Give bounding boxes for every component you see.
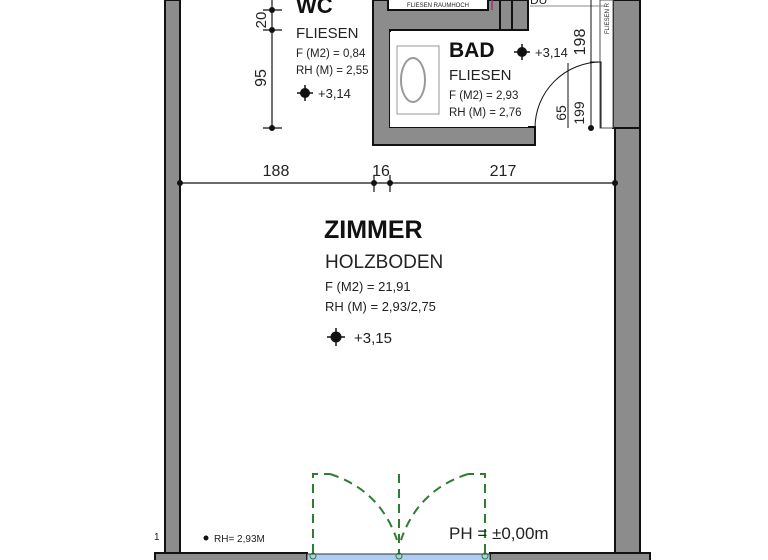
dim-wc: 95 <box>253 69 270 87</box>
dim-h2: 16 <box>372 163 390 180</box>
dim-wc-top: 20 <box>253 12 270 29</box>
zimmer-area: F (M2) = 21,91 <box>325 279 411 294</box>
sink-basin <box>400 57 426 103</box>
right-wall <box>614 127 641 560</box>
dim-h1: 188 <box>263 163 290 180</box>
level-marker-icon <box>514 44 530 60</box>
tile-note: FLIESEN RAUMHOCH <box>407 3 469 9</box>
shower-label: DU <box>530 0 547 7</box>
bullet-icon <box>203 535 209 541</box>
left-wall <box>164 0 181 554</box>
level-marker-icon <box>297 85 313 101</box>
edge-mark: 1 <box>154 532 160 543</box>
wc-floor: FLIESEN <box>296 25 359 42</box>
dim-bad: 198 <box>572 29 589 56</box>
tile-note-box <box>387 0 489 11</box>
bathroom-door-leaf <box>590 61 602 128</box>
room-height-note: RH= 2,93M <box>214 534 265 545</box>
parapet-height: PH = ±0,00m <box>449 524 549 543</box>
level-marker-icon <box>327 328 345 346</box>
zimmer-level: +3,15 <box>354 330 392 347</box>
dim-door-width: 65 <box>553 105 569 121</box>
wc-area: F (M2) = 0,84 <box>296 48 366 60</box>
wc-height: RH (M) = 2,55 <box>296 65 369 77</box>
bad-height: RH (M) = 2,76 <box>449 107 522 119</box>
bad-area: F (M2) = 2,93 <box>449 90 518 102</box>
bottom-wall-left <box>154 552 308 560</box>
bad-name: BAD <box>449 39 495 62</box>
right-wall-upper <box>612 0 641 129</box>
bathroom-door-swing <box>534 61 602 129</box>
wc-name: WC <box>296 0 333 18</box>
wc-level: +3,14 <box>318 86 351 101</box>
zimmer-floor: HOLZBODEN <box>325 252 443 273</box>
bad-floor: FLIESEN <box>449 67 512 84</box>
bad-level: +3,14 <box>535 45 568 60</box>
dim-h3: 217 <box>490 163 517 180</box>
balcony-door-swing <box>312 473 486 553</box>
dim-door-height: 199 <box>571 101 587 125</box>
zimmer-height: RH (M) = 2,93/2,75 <box>325 299 436 314</box>
window <box>306 553 491 560</box>
bottom-wall-right <box>489 552 651 560</box>
side-note: FLIESEN R <box>605 2 611 34</box>
zimmer-name: ZIMMER <box>324 216 423 244</box>
sink <box>396 45 440 115</box>
